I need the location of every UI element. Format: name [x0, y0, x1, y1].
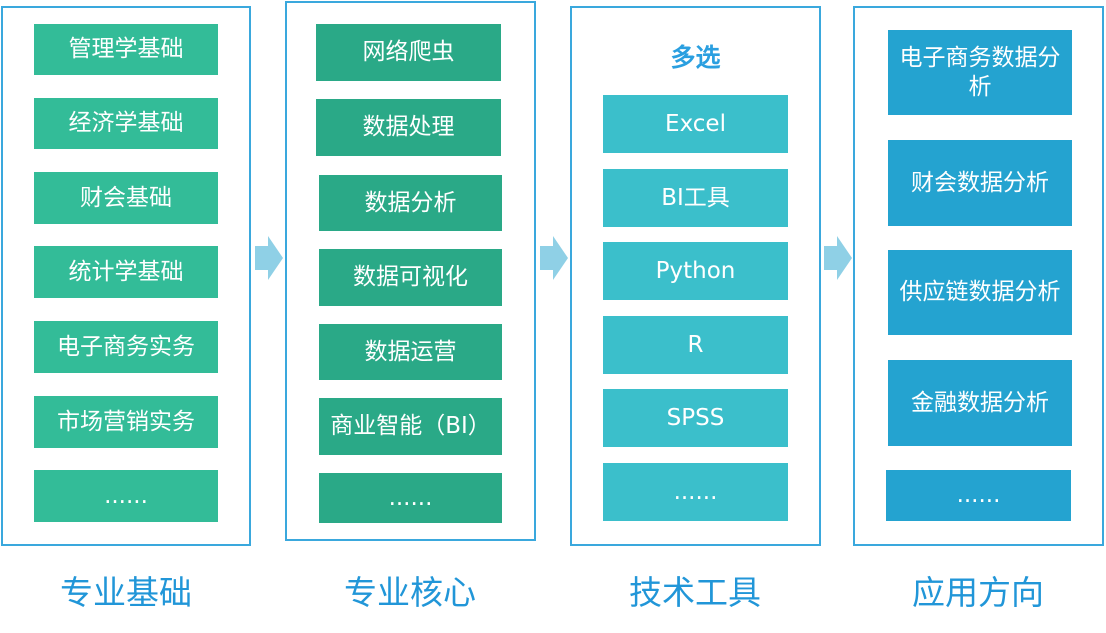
item-box: 供应链数据分析 — [888, 250, 1072, 335]
item-label: 市场营销实务 — [57, 408, 195, 435]
item-box: 电子商务实务 — [34, 321, 218, 373]
item-label: 经济学基础 — [68, 110, 184, 137]
item-label: R — [687, 331, 704, 358]
item-box: BI工具 — [603, 169, 788, 227]
item-box: Python — [603, 242, 788, 300]
item-box: 数据处理 — [316, 99, 501, 156]
item-box: Excel — [603, 95, 788, 153]
item-box: 统计学基础 — [34, 246, 218, 298]
column-title: 专业核心 — [344, 573, 476, 612]
column-title: 技术工具 — [629, 573, 761, 612]
right-arrow-icon — [255, 236, 283, 280]
item-label: 统计学基础 — [68, 258, 184, 285]
item-label: 数据处理 — [362, 114, 455, 141]
item-label: 数据可视化 — [353, 264, 468, 291]
right-arrow-icon — [824, 236, 852, 280]
item-label: 数据运营 — [364, 338, 457, 365]
item-box: 网络爬虫 — [316, 24, 501, 81]
item-label: 数据分析 — [364, 189, 457, 216]
item-label: 电子商务数据分析 — [899, 44, 1061, 100]
item-box: SPSS — [603, 389, 788, 447]
item-box: 金融数据分析 — [888, 360, 1072, 446]
item-box: 电子商务数据分析 — [888, 30, 1072, 115]
item-box: 财会基础 — [34, 172, 218, 224]
column-title: 应用方向 — [912, 573, 1044, 612]
item-box: 财会数据分析 — [888, 140, 1072, 226]
item-box: 数据分析 — [319, 175, 502, 231]
item-box: 市场营销实务 — [34, 396, 218, 448]
item-box: 经济学基础 — [34, 98, 218, 149]
multi-select-label: 多选 — [670, 43, 721, 72]
item-label: ...... — [388, 484, 433, 511]
column-title: 专业基础 — [60, 573, 192, 612]
item-label: 电子商务实务 — [57, 333, 195, 360]
item-label: BI工具 — [661, 184, 730, 211]
item-label: ...... — [673, 478, 718, 505]
item-label: 管理学基础 — [68, 36, 184, 63]
item-label: Excel — [665, 110, 726, 137]
item-label: ...... — [104, 482, 148, 509]
item-box: ...... — [319, 473, 502, 523]
item-label: 金融数据分析 — [911, 389, 1049, 416]
item-label: SPSS — [666, 404, 725, 431]
item-label: 财会基础 — [80, 184, 172, 211]
item-label: 商业智能（BI） — [330, 413, 491, 440]
right-arrow-icon — [540, 236, 568, 280]
item-label: Python — [655, 257, 736, 284]
item-box: 数据可视化 — [319, 249, 502, 306]
item-label: 财会数据分析 — [911, 169, 1049, 196]
item-box: 管理学基础 — [34, 24, 218, 75]
item-box: ...... — [603, 463, 788, 521]
item-label: ...... — [956, 482, 1001, 509]
item-box: ...... — [886, 470, 1071, 521]
item-label: 供应链数据分析 — [899, 279, 1061, 306]
item-label: 网络爬虫 — [362, 39, 455, 66]
item-box: 数据运营 — [319, 324, 502, 380]
item-box: ...... — [34, 470, 218, 522]
item-box: 商业智能（BI） — [319, 398, 502, 455]
item-box: R — [603, 316, 788, 374]
